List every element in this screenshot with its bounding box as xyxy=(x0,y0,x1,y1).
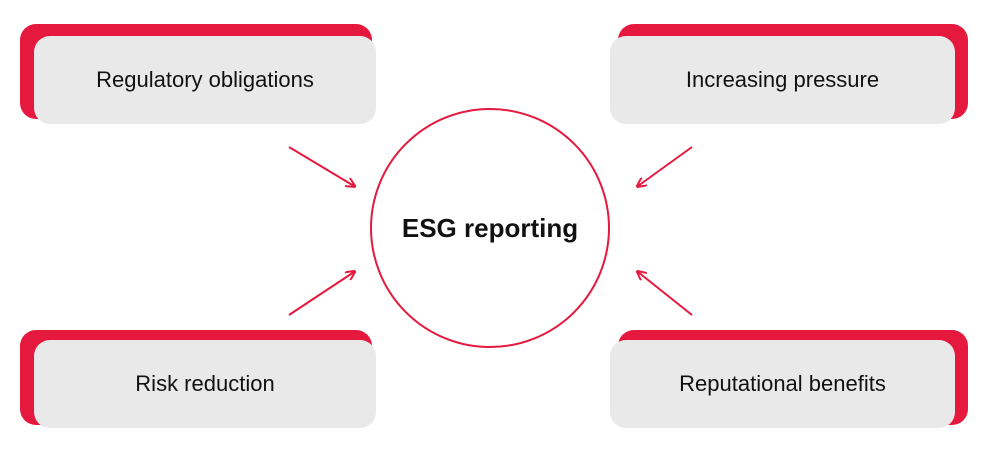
card-label-regulatory: Regulatory obligations xyxy=(96,67,314,92)
card-label-reputation: Reputational benefits xyxy=(679,371,886,396)
card-increasing-pressure: Increasing pressure xyxy=(610,36,955,124)
arrow-bottom-left xyxy=(288,272,354,316)
card-label-pressure: Increasing pressure xyxy=(685,67,880,92)
card-regulatory-obligations: Regulatory obligations xyxy=(34,36,376,124)
card-reputational-benefits: Reputational benefits xyxy=(610,340,955,428)
arrow-bottom-right xyxy=(638,272,693,316)
arrow-top-left xyxy=(288,146,354,186)
card-label-risk: Risk reduction xyxy=(135,371,275,396)
center-label: ESG reporting xyxy=(401,212,579,243)
arrow-top-right xyxy=(638,146,693,186)
center-circle: ESG reporting xyxy=(370,108,610,348)
card-risk-reduction: Risk reduction xyxy=(34,340,376,428)
